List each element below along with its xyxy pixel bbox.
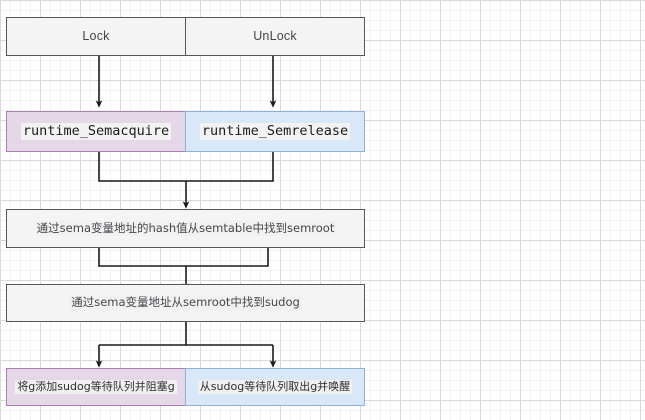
node-unlock-label: UnLock xyxy=(253,29,297,44)
node-lock[interactable]: Lock xyxy=(6,17,186,56)
node-sudog-lookup-label: 通过sema变量地址从semroot中找到sudog xyxy=(69,295,302,311)
node-runtime-semacquire-label: runtime_Semacquire xyxy=(20,122,172,141)
node-semtable-lookup[interactable]: 通过sema变量地址的hash值从semtable中找到semroot xyxy=(6,209,365,248)
node-wake-g[interactable]: 从sudog等待队列取出g并唤醒 xyxy=(185,368,365,406)
node-sudog-lookup[interactable]: 通过sema变量地址从semroot中找到sudog xyxy=(6,284,365,322)
node-runtime-semrelease-label: runtime_Semrelease xyxy=(199,122,351,141)
node-lock-label: Lock xyxy=(82,29,110,44)
node-block-g[interactable]: 将g添加sudog等待队列并阻塞g xyxy=(6,368,186,406)
node-unlock[interactable]: UnLock xyxy=(185,17,365,56)
node-runtime-semrelease[interactable]: runtime_Semrelease xyxy=(185,111,365,152)
node-wake-g-label: 从sudog等待队列取出g并唤醒 xyxy=(197,379,353,395)
node-semtable-lookup-label: 通过sema变量地址的hash值从semtable中找到semroot xyxy=(34,220,337,237)
node-block-g-label: 将g添加sudog等待队列并阻塞g xyxy=(15,379,177,395)
edge-semrelease-merge xyxy=(186,152,274,182)
node-runtime-semacquire[interactable]: runtime_Semacquire xyxy=(6,111,186,152)
edge-semacquire-merge xyxy=(98,152,186,182)
edge-semtable-left-stub xyxy=(98,248,186,267)
edge-sudog-split xyxy=(99,322,273,346)
edge-semtable-right-stub xyxy=(186,248,269,267)
